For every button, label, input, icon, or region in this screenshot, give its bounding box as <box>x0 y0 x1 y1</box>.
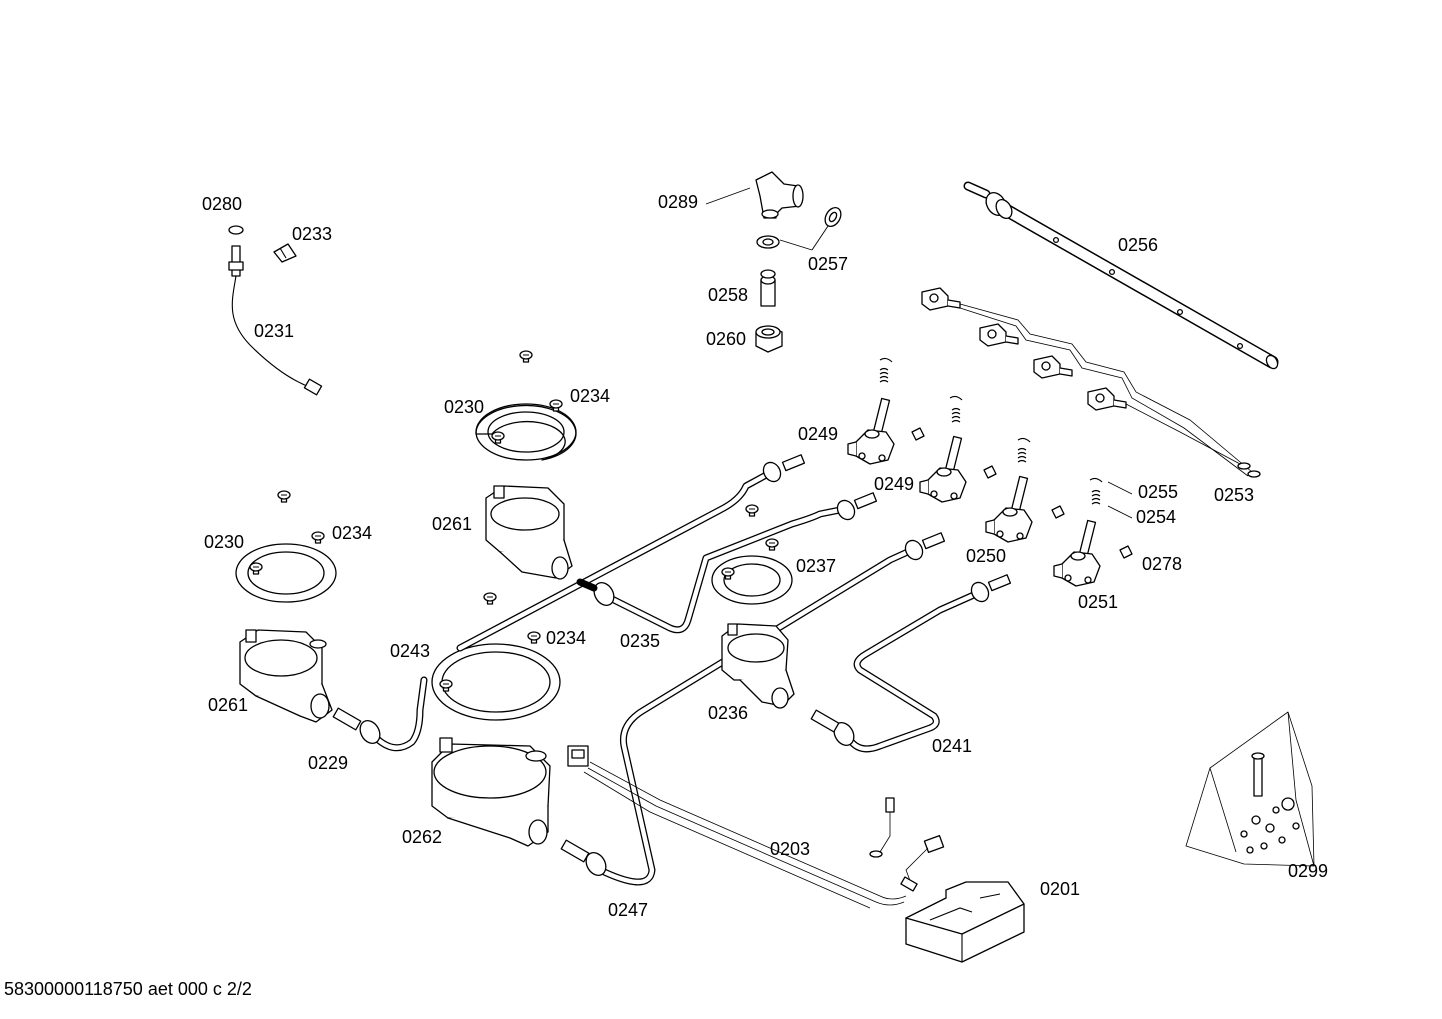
burner-ring-upper <box>475 350 577 461</box>
burner-ring-center <box>711 504 793 605</box>
label-0249-a: 0249 <box>798 424 838 444</box>
nozzle-part <box>760 269 776 307</box>
gas-valve-1 <box>847 357 925 465</box>
gas-manifold-rail <box>963 181 1279 370</box>
gas-valve-3 <box>985 437 1065 543</box>
leader-lines <box>705 187 1133 519</box>
gas-tube-0241 <box>810 574 1012 753</box>
label-0261-upper: 0261 <box>432 514 472 534</box>
label-0256: 0256 <box>1118 235 1158 255</box>
gas-valve-2 <box>919 395 997 503</box>
clip-part <box>273 243 297 263</box>
label-0234-center: 0234 <box>546 628 586 648</box>
label-0278: 0278 <box>1142 554 1182 574</box>
label-0229: 0229 <box>308 753 348 773</box>
ignition-switch-harness <box>921 287 1261 478</box>
label-0253: 0253 <box>1214 485 1254 505</box>
label-0236: 0236 <box>708 703 748 723</box>
label-0299: 0299 <box>1288 861 1328 881</box>
gas-tube-0235 <box>576 492 878 634</box>
ignition-electrode <box>228 225 323 396</box>
gas-valve-4 <box>1053 477 1133 587</box>
gas-tube-0247 <box>560 532 946 886</box>
small-parts-bag <box>1185 711 1315 867</box>
label-0201: 0201 <box>1040 879 1080 899</box>
label-0262: 0262 <box>402 827 442 847</box>
label-0254: 0254 <box>1136 507 1176 527</box>
label-0255: 0255 <box>1138 482 1178 502</box>
label-0250: 0250 <box>966 546 1006 566</box>
nut-part <box>755 325 783 353</box>
label-0257: 0257 <box>808 254 848 274</box>
burner-ring-left <box>235 490 337 603</box>
label-0203: 0203 <box>770 839 810 859</box>
gas-tube-0229 <box>332 676 428 752</box>
label-0260: 0260 <box>706 329 746 349</box>
label-0243: 0243 <box>390 641 430 661</box>
label-0233: 0233 <box>292 224 332 244</box>
label-0231: 0231 <box>254 321 294 341</box>
label-0261-left: 0261 <box>208 695 248 715</box>
label-0258: 0258 <box>708 285 748 305</box>
label-0230-upper: 0230 <box>444 397 484 417</box>
ignition-module <box>905 881 1025 963</box>
seal-ring <box>756 207 842 249</box>
label-0251: 0251 <box>1078 592 1118 612</box>
label-0249-b: 0249 <box>874 474 914 494</box>
label-0241: 0241 <box>932 736 972 756</box>
burner-body-0236 <box>721 623 795 709</box>
burner-ring-large <box>431 592 561 721</box>
inlet-elbow <box>755 171 804 219</box>
label-0234-left: 0234 <box>332 523 372 543</box>
label-0289: 0289 <box>658 192 698 212</box>
ignition-wiring <box>567 745 945 909</box>
label-0280: 0280 <box>202 194 242 214</box>
label-0234-upper: 0234 <box>570 386 610 406</box>
burner-body-left <box>239 629 333 723</box>
label-0230-left: 0230 <box>204 532 244 552</box>
label-0247: 0247 <box>608 900 648 920</box>
label-0237: 0237 <box>796 556 836 576</box>
gas-tube-long <box>456 454 806 652</box>
burner-body-0262 <box>431 737 551 847</box>
label-0235: 0235 <box>620 631 660 651</box>
document-id: 58300000118750 aet 000 c 2/2 <box>4 979 252 999</box>
burner-body-upper <box>485 485 573 580</box>
part-labels: 0280 0233 0231 0289 0257 0258 0260 0256 … <box>202 192 1328 920</box>
